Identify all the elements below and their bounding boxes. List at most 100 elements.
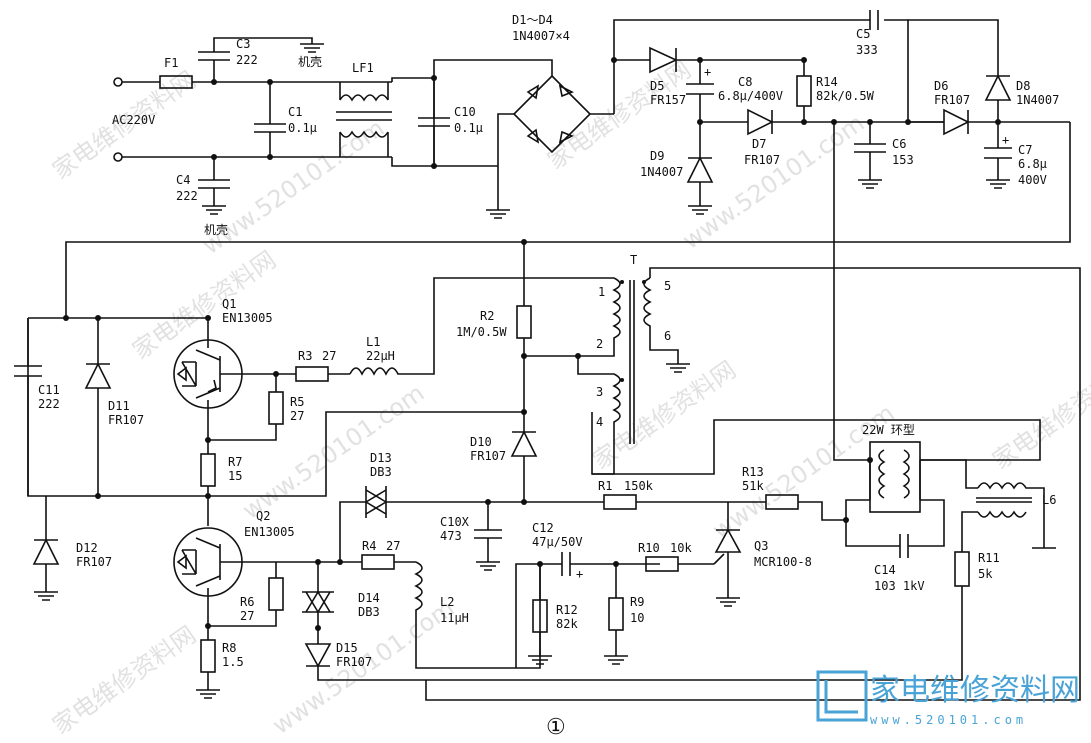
pin-4: 4 bbox=[596, 415, 603, 429]
r8-name: R8 bbox=[222, 641, 236, 655]
c10-name: C10 bbox=[454, 105, 476, 119]
q1-name: Q1 bbox=[222, 297, 236, 311]
scr-q3: Q3 MCR100-8 bbox=[713, 502, 812, 607]
watermark-text: 家电维修资料网 bbox=[47, 621, 201, 740]
transistor-q1: Q1 EN13005 bbox=[173, 297, 276, 440]
c5-value: 333 bbox=[856, 43, 878, 57]
r5-value: 27 bbox=[290, 409, 304, 423]
site-logo: 家电维修资料网 www.520101.com bbox=[816, 670, 1080, 727]
r3-name: R3 bbox=[298, 349, 312, 363]
d6-name: D6 bbox=[934, 79, 948, 93]
fuse-f1 bbox=[159, 75, 193, 89]
d10-name: D10 bbox=[470, 435, 492, 449]
watermark-text: 家电维修资料网 bbox=[542, 56, 696, 175]
r7-name: R7 bbox=[228, 455, 242, 469]
resistor-r4 bbox=[361, 554, 395, 570]
c12-name: C12 bbox=[532, 521, 554, 535]
c10x-name: C10X bbox=[440, 515, 470, 529]
r6-value: 27 bbox=[240, 609, 254, 623]
watermark-text: 家电维修资料网 bbox=[127, 246, 281, 365]
q3-value: MCR100-8 bbox=[754, 555, 812, 569]
r9-name: R9 bbox=[630, 595, 644, 609]
resistor-r3 bbox=[295, 366, 329, 382]
d7-name: D7 bbox=[752, 137, 766, 151]
c11-name: C11 bbox=[38, 383, 60, 397]
resistor-r1 bbox=[603, 494, 637, 510]
ac-terminal-top bbox=[113, 77, 123, 87]
resistor-r7 bbox=[200, 453, 216, 487]
d10-value: FR107 bbox=[470, 449, 506, 463]
c6-name: C6 bbox=[892, 137, 906, 151]
c14-value: 103 1kV bbox=[874, 579, 925, 593]
c5-name: C5 bbox=[856, 27, 870, 41]
d11-value: FR107 bbox=[108, 413, 144, 427]
q2-name: Q2 bbox=[256, 509, 270, 523]
transformer-name: T bbox=[630, 253, 637, 267]
d15-name: D15 bbox=[336, 641, 358, 655]
r14-value: 82k/0.5W bbox=[816, 89, 875, 103]
d13-name: D13 bbox=[370, 451, 392, 465]
resistor-r9 bbox=[608, 597, 624, 631]
pin-2: 2 bbox=[596, 337, 603, 351]
c6-value: 153 bbox=[892, 153, 914, 167]
d8-name: D8 bbox=[1016, 79, 1030, 93]
transformer-t: T 1 2 3 4 5 6 bbox=[425, 253, 1081, 701]
watermark-url: www.520101.com bbox=[237, 379, 429, 525]
c7-value2: 400V bbox=[1018, 173, 1047, 187]
d12-name: D12 bbox=[76, 541, 98, 555]
f1-label: F1 bbox=[164, 56, 178, 70]
d8-value: 1N4007 bbox=[1016, 93, 1059, 107]
q1-value: EN13005 bbox=[222, 311, 273, 325]
d5-value: FR157 bbox=[650, 93, 686, 107]
r13-value: 51k bbox=[742, 479, 764, 493]
r3-value: 27 bbox=[322, 349, 336, 363]
c4-name: C4 bbox=[176, 173, 190, 187]
r14-name: R14 bbox=[816, 75, 838, 89]
resistor-r11 bbox=[954, 551, 970, 587]
resistor-r12 bbox=[532, 599, 548, 633]
valley-fill-section: C5 333 D5 FR157 + C8 6.8μ/400V R14 82k/0… bbox=[65, 10, 1071, 461]
resistor-r14 bbox=[796, 75, 812, 107]
r6-name: R6 bbox=[240, 595, 254, 609]
r4-name: R4 bbox=[362, 539, 376, 553]
r12-value: 82k bbox=[556, 617, 578, 631]
lamp-label: 22W 环型 bbox=[862, 423, 915, 437]
drive-transformer-section: R2 1M/0.5W D10 FR107 T 1 2 3 4 5 6 C1 bbox=[425, 242, 1081, 701]
chassis-label-top: 机壳 bbox=[298, 55, 322, 69]
logo-text: 家电维修资料网 bbox=[870, 673, 1080, 708]
resistor-r8 bbox=[200, 639, 216, 673]
l2-value: 11μH bbox=[440, 611, 469, 625]
d14-name: D14 bbox=[358, 591, 380, 605]
bridge-name: D1～D4 bbox=[512, 13, 553, 27]
r12-name: R12 bbox=[556, 603, 578, 617]
c7-name: C7 bbox=[1018, 143, 1032, 157]
resistor-r6 bbox=[268, 577, 284, 611]
chassis-label-bottom: 机壳 bbox=[204, 223, 228, 237]
d12-value: FR107 bbox=[76, 555, 112, 569]
c8-name: C8 bbox=[738, 75, 752, 89]
resistor-r2 bbox=[516, 305, 532, 339]
r9-value: 10 bbox=[630, 611, 644, 625]
r11-name: R11 bbox=[978, 551, 1000, 565]
d5-name: D5 bbox=[650, 79, 664, 93]
q2-value: EN13005 bbox=[244, 525, 295, 539]
c1-name: C1 bbox=[288, 105, 302, 119]
d7-value: FR107 bbox=[744, 153, 780, 167]
r1-value: 150k bbox=[624, 479, 654, 493]
r4-value: 27 bbox=[386, 539, 400, 553]
ac-input-label: AC220V bbox=[112, 113, 155, 127]
l1-value: 22μH bbox=[366, 349, 395, 363]
bridge-value: 1N4007×4 bbox=[512, 29, 570, 43]
d11-name: D11 bbox=[108, 399, 130, 413]
ac-terminal-bottom bbox=[113, 152, 123, 162]
q3-name: Q3 bbox=[754, 539, 768, 553]
c8-value: 6.8μ/400V bbox=[718, 89, 783, 103]
r8-value: 1.5 bbox=[222, 655, 244, 669]
transistor-q2: Q2 EN13005 bbox=[173, 509, 340, 626]
half-bridge-section: C11 222 D11 FR107 D12 FR107 Q1 EN13005 R… bbox=[14, 277, 963, 699]
c10x-value: 473 bbox=[440, 529, 462, 543]
watermark-text: 家电维修资料网 bbox=[987, 356, 1091, 475]
c1-value: 0.1μ bbox=[288, 121, 317, 135]
input-filter-section: AC220V F1 C3 222 机壳 C1 0.1μ C4 222 机壳 LF… bbox=[112, 13, 614, 237]
